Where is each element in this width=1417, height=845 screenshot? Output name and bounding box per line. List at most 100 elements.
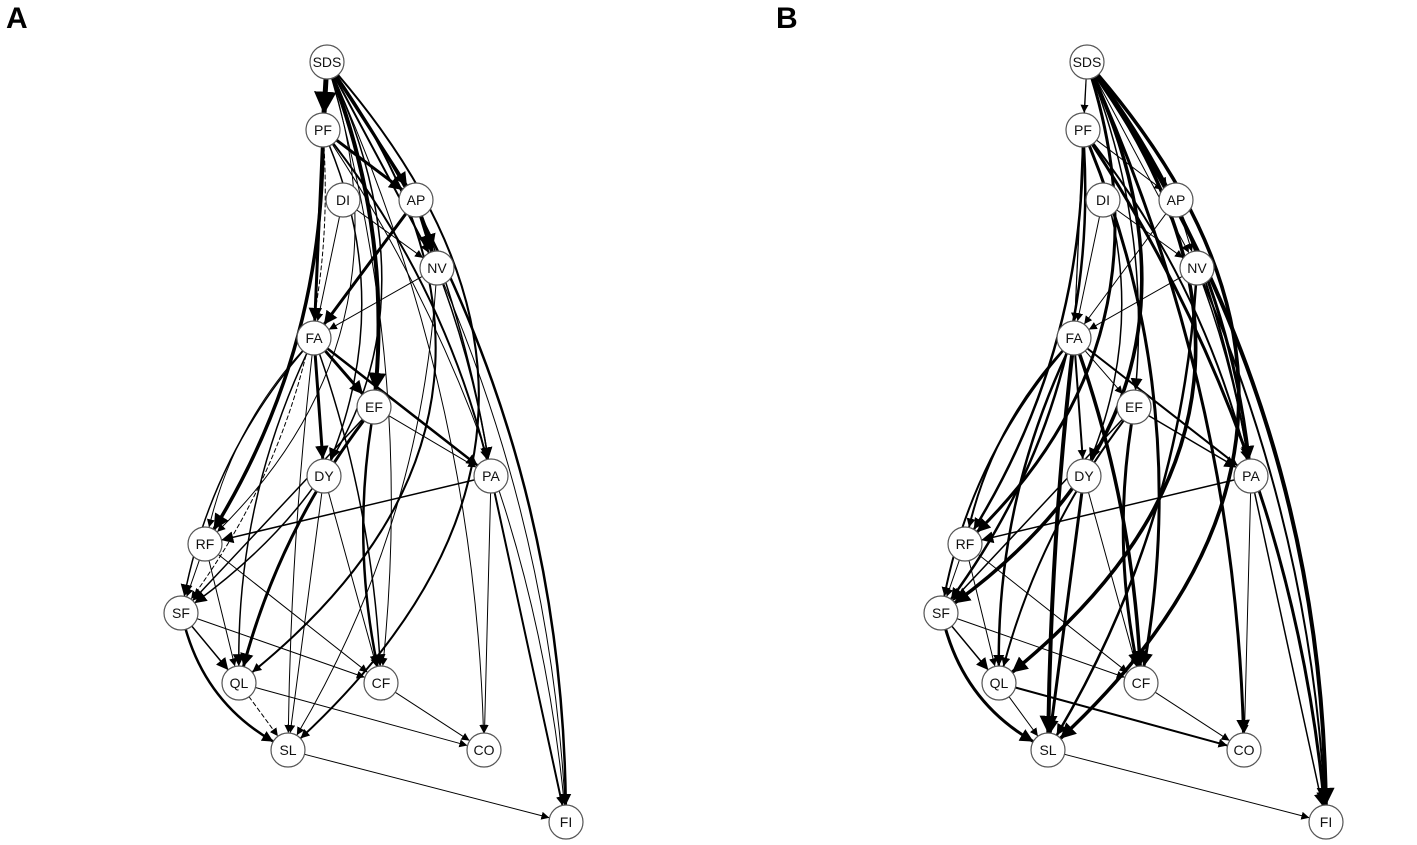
edge-nv-fa	[328, 275, 423, 330]
node-circle	[305, 112, 341, 148]
node-label: CO	[1234, 742, 1255, 758]
edge-di-nv	[1116, 209, 1184, 258]
edge-ef-sf	[952, 418, 1124, 601]
edge-sds-co	[1092, 76, 1250, 734]
edge-sds-sl	[1059, 73, 1241, 740]
node-label: RF	[196, 536, 215, 552]
edge-pf-fi	[1090, 142, 1330, 806]
node-nv: NV	[1179, 250, 1215, 286]
node-circle	[163, 595, 199, 631]
node-label: FI	[560, 814, 572, 830]
node-label: FI	[1320, 814, 1332, 830]
node-circle	[1308, 804, 1344, 840]
node-circle	[981, 665, 1017, 701]
node-circle	[187, 526, 223, 562]
edge-sds-ql	[1011, 74, 1198, 674]
node-di: DI	[1085, 182, 1121, 218]
node-ql: QL	[981, 665, 1017, 701]
node-label: CF	[372, 675, 391, 691]
edge-dy-cf	[328, 491, 379, 667]
node-circle	[923, 595, 959, 631]
edge-rf-ql	[208, 560, 237, 667]
edge-sf-ql	[951, 625, 989, 671]
edge-fa-ql	[993, 352, 1069, 667]
node-circle	[1030, 732, 1066, 768]
node-pa: PA	[473, 458, 509, 494]
edge-pf-rf	[212, 145, 325, 531]
edge-fa-sf	[941, 349, 1064, 597]
node-circle	[1123, 665, 1159, 701]
edge-pf-pa	[1092, 142, 1249, 460]
node-label: CO	[474, 742, 495, 758]
node-label: FA	[1065, 330, 1083, 346]
node-rf: RF	[187, 526, 223, 562]
node-circle	[309, 44, 345, 80]
node-sl: SL	[270, 732, 306, 768]
node-label: AP	[1167, 192, 1186, 208]
panel-a-label: A	[6, 2, 28, 35]
node-label: NV	[1187, 260, 1207, 276]
node-circle	[398, 182, 434, 218]
edge-pa-rf	[221, 479, 476, 544]
edge-cf-co	[394, 691, 470, 741]
node-co: CO	[1226, 732, 1262, 768]
node-sl: SL	[1030, 732, 1066, 768]
edge-rf-ql	[968, 560, 997, 667]
node-sds: SDS	[309, 44, 345, 80]
panel-b-edges	[941, 73, 1335, 820]
edge-ef-cf	[1121, 422, 1142, 667]
node-circle	[1085, 182, 1121, 218]
node-fa: FA	[296, 320, 332, 356]
node-circle	[1056, 320, 1092, 356]
edge-ap-fa	[323, 212, 408, 325]
edge-ef-ql	[240, 419, 366, 668]
node-circle	[270, 732, 306, 768]
node-label: PA	[482, 468, 500, 484]
node-label: RF	[956, 536, 975, 552]
node-circle	[1158, 182, 1194, 218]
edge-pf-rf	[973, 145, 1085, 530]
edge-pf-pa	[332, 142, 489, 460]
edge-nv-fa	[1088, 275, 1183, 330]
edge-sds-fi	[1094, 74, 1335, 806]
edge-ap-nv	[1180, 215, 1194, 252]
edge-fa-sf	[180, 350, 304, 597]
edge-pf-fi	[331, 143, 568, 805]
node-dy: DY	[1066, 458, 1102, 494]
node-label: CF	[1132, 675, 1151, 691]
edge-fa-dy	[1074, 354, 1087, 459]
node-label: EF	[1125, 399, 1143, 415]
edge-pf-cf	[1087, 144, 1161, 667]
edge-ef-ql	[1001, 419, 1125, 667]
node-fi: FI	[1308, 804, 1344, 840]
edge-ap-nv	[418, 214, 436, 253]
edge-dy-sl	[1045, 491, 1084, 734]
edge-ef-pa	[388, 415, 477, 468]
edge-dy-cf	[1088, 491, 1139, 667]
node-label: PF	[1074, 122, 1092, 138]
edge-sf-ql	[191, 625, 229, 671]
node-circle	[306, 458, 342, 494]
edge-pa-fi	[1253, 491, 1326, 806]
edge-nv-sl	[296, 284, 437, 736]
node-label: FA	[305, 330, 323, 346]
node-ap: AP	[1158, 182, 1194, 218]
node-ap: AP	[398, 182, 434, 218]
node-ql: QL	[221, 665, 257, 701]
edge-rf-cf	[977, 554, 1128, 673]
edge-pa-rf	[981, 479, 1236, 544]
edge-sf-sl	[184, 628, 274, 743]
node-fi: FI	[548, 804, 584, 840]
edge-sds-sf	[194, 76, 383, 604]
node-label: PF	[314, 122, 332, 138]
node-circle	[473, 458, 509, 494]
node-circle	[221, 665, 257, 701]
edge-ap-fa	[1084, 213, 1167, 325]
node-label: SF	[172, 605, 190, 621]
node-label: SL	[279, 742, 296, 758]
node-sds: SDS	[1069, 44, 1105, 80]
node-circle	[1116, 389, 1152, 425]
node-circle	[1179, 250, 1215, 286]
